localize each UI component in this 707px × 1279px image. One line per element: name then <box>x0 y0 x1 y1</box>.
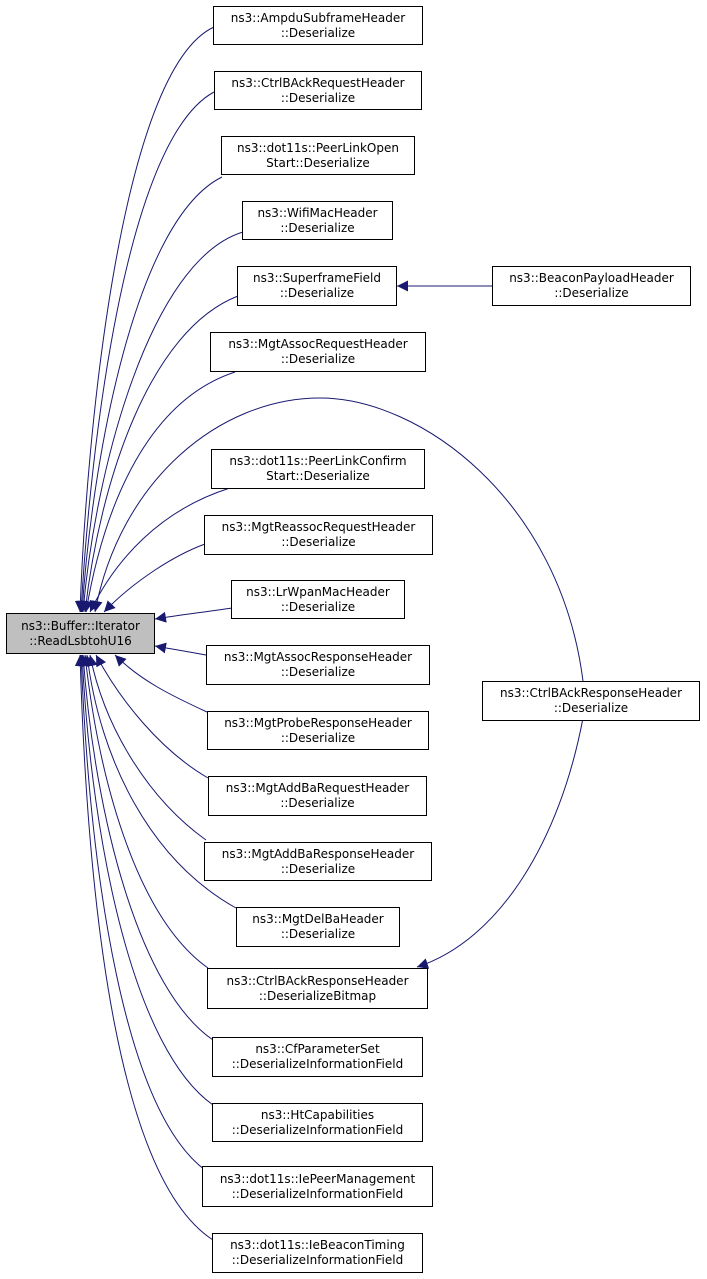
node-label-line2: ::DeserializeInformationField <box>231 1057 404 1071</box>
node-label-line2: ::DeserializeInformationField <box>231 1253 404 1267</box>
node-cf-parameter-set-deserialize-information-field[interactable]: ns3::CfParameterSet ::DeserializeInforma… <box>212 1037 423 1077</box>
node-label-line2: ::Deserialize <box>554 286 629 300</box>
node-label-line1: ns3::MgtAssocRequestHeader <box>228 337 408 351</box>
node-label-line2: ::ReadLsbtohU16 <box>29 633 132 648</box>
node-label-line1: ns3::dot11s::IeBeaconTiming <box>230 1238 405 1252</box>
node-label-line1: ns3::dot11s::PeerLinkConfirm <box>229 454 407 468</box>
edge-peer-link-confirm <box>89 487 231 613</box>
node-label-line1: ns3::MgtAddBaRequestHeader <box>225 781 410 795</box>
node-ctrl-back-request-header-deserialize[interactable]: ns3::CtrlBAckRequestHeader ::Deserialize <box>214 71 422 110</box>
edge-ctrl-back-response-deserialize-to-root <box>91 397 584 682</box>
edge-mgt-probe-response <box>114 654 208 713</box>
node-peer-link-open-start-deserialize[interactable]: ns3::dot11s::PeerLinkOpen Start::Deseria… <box>221 136 415 175</box>
edge-mgt-delba <box>82 654 237 909</box>
node-label-line1: ns3::MgtReassocRequestHeader <box>221 520 416 534</box>
node-buffer-iterator-read-lsbtoh-u16: ns3::Buffer::Iterator ::ReadLsbtohU16 <box>6 613 155 654</box>
node-mgt-assoc-request-header-deserialize[interactable]: ns3::MgtAssocRequestHeader ::Deserialize <box>210 332 426 372</box>
edge-mgt-addba-response <box>86 654 207 841</box>
node-ctrl-back-response-header-deserialize-bitmap[interactable]: ns3::CtrlBAckResponseHeader ::Deserializ… <box>207 968 428 1009</box>
node-label-line2: ::Deserialize <box>281 535 356 549</box>
node-mgt-addba-response-header-deserialize[interactable]: ns3::MgtAddBaResponseHeader ::Deserializ… <box>204 842 432 881</box>
node-label-line2: ::Deserialize <box>280 730 356 745</box>
node-label-line2: ::Deserialize <box>280 220 355 235</box>
node-label-line1: ns3::CtrlBAckRequestHeader <box>231 75 405 90</box>
node-mgt-addba-request-header-deserialize[interactable]: ns3::MgtAddBaRequestHeader ::Deserialize <box>208 776 427 816</box>
node-label-line1: ns3::MgtProbeResponseHeader <box>224 715 412 730</box>
node-label-line2: ::Deserialize <box>280 796 355 810</box>
node-label-line1: ns3::LrWpanMacHeader <box>246 584 390 599</box>
node-peer-link-confirm-start-deserialize[interactable]: ns3::dot11s::PeerLinkConfirm Start::Dese… <box>211 449 425 489</box>
edge-ctrl-back-response-deserialize-to-bitmap <box>416 717 584 969</box>
edge-ctrl-back-response-bitmap <box>80 654 209 969</box>
edge-ie-peer-management <box>75 654 206 1171</box>
node-mgt-reassoc-request-header-deserialize[interactable]: ns3::MgtReassocRequestHeader ::Deseriali… <box>204 515 433 555</box>
edge-mgt-addba-request <box>95 654 209 779</box>
node-label-line1: ns3::dot11s::IePeerManagement <box>219 1171 416 1186</box>
edge-ampdu-subframe <box>74 26 215 613</box>
edge-mgt-assoc-request <box>82 371 236 613</box>
node-label-line2: ::DeserializeBitmap <box>258 988 377 1003</box>
node-label-line1: ns3::BeaconPayloadHeader <box>509 271 674 285</box>
edge-ctrl-back-request <box>76 91 215 613</box>
node-label-line1: ns3::CtrlBAckResponseHeader <box>499 686 683 700</box>
node-ampdu-subframe-header-deserialize[interactable]: ns3::AmpduSubframeHeader ::Deserialize <box>213 6 423 45</box>
node-beacon-payload-header-deserialize[interactable]: ns3::BeaconPayloadHeader ::Deserialize <box>492 266 691 306</box>
edge-wifi-mac-header <box>78 231 244 613</box>
node-label-line2: ::Deserialize <box>553 701 629 715</box>
node-superframe-field-deserialize[interactable]: ns3::SuperframeField ::Deserialize <box>237 266 397 306</box>
node-label-line1: ns3::CtrlBAckResponseHeader <box>226 973 409 988</box>
node-label-line2: ::Deserialize <box>280 352 356 366</box>
edge-cf-parameter-set <box>78 654 214 1041</box>
node-label-line2: ::DeserializeInformationField <box>231 1186 404 1201</box>
node-label-line1: ns3::AmpduSubframeHeader <box>230 10 406 25</box>
node-ie-beacon-timing-deserialize-information-field[interactable]: ns3::dot11s::IeBeaconTiming ::Deserializ… <box>212 1233 423 1273</box>
node-mgt-delba-header-deserialize[interactable]: ns3::MgtDelBaHeader ::Deserialize <box>236 907 400 947</box>
node-lrwpan-mac-header-deserialize[interactable]: ns3::LrWpanMacHeader ::Deserialize <box>231 580 405 619</box>
edge-lrwpan-mac-header <box>154 607 233 623</box>
node-ie-peer-management-deserialize-information-field[interactable]: ns3::dot11s::IePeerManagement ::Deserial… <box>202 1166 433 1207</box>
edge-peer-link-open <box>77 176 223 613</box>
node-label-line2: ::Deserialize <box>279 286 355 300</box>
node-label-line2: ::Deserialize <box>280 25 356 40</box>
node-label-line2: ::Deserialize <box>280 599 356 614</box>
node-label-line2: Start::Deserialize <box>266 155 370 170</box>
node-label-line1: ns3::HtCapabilities <box>260 1107 375 1122</box>
node-label-line1: ns3::CfParameterSet <box>255 1042 380 1056</box>
node-label-line1: ns3::MgtAddBaResponseHeader <box>221 846 415 861</box>
node-mgt-probe-response-header-deserialize[interactable]: ns3::MgtProbeResponseHeader ::Deserializ… <box>207 711 429 750</box>
node-label-line2: ::DeserializeInformationField <box>231 1122 404 1137</box>
edge-mgt-assoc-response <box>154 642 207 656</box>
node-label-line1: ns3::Buffer::Iterator <box>21 618 140 633</box>
node-label-line2: Start::Deserialize <box>266 469 370 483</box>
node-label-line1: ns3::dot11s::PeerLinkOpen <box>237 140 399 155</box>
edge-superframe-field <box>80 295 239 613</box>
node-label-line2: ::Deserialize <box>280 927 356 941</box>
node-label-line2: ::Deserialize <box>280 665 356 679</box>
edge-ie-beacon-timing <box>74 654 214 1241</box>
edge-mgt-reassoc-request <box>103 543 206 613</box>
node-wifi-mac-header-deserialize[interactable]: ns3::WifiMacHeader ::Deserialize <box>242 201 393 240</box>
node-ht-capabilities-deserialize-information-field[interactable]: ns3::HtCapabilities ::DeserializeInforma… <box>212 1103 423 1142</box>
edge-ht-capabilities <box>77 654 214 1106</box>
node-label-line1: ns3::MgtAssocResponseHeader <box>223 650 413 664</box>
node-label-line1: ns3::WifiMacHeader <box>257 205 378 220</box>
node-label-line1: ns3::MgtDelBaHeader <box>252 912 384 926</box>
node-label-line1: ns3::SuperframeField <box>252 271 381 285</box>
node-mgt-assoc-response-header-deserialize[interactable]: ns3::MgtAssocResponseHeader ::Deserializ… <box>206 645 430 685</box>
node-label-line2: ::Deserialize <box>280 90 356 105</box>
node-ctrl-back-response-header-deserialize[interactable]: ns3::CtrlBAckResponseHeader ::Deserializ… <box>482 681 700 721</box>
node-label-line2: ::Deserialize <box>280 861 356 876</box>
